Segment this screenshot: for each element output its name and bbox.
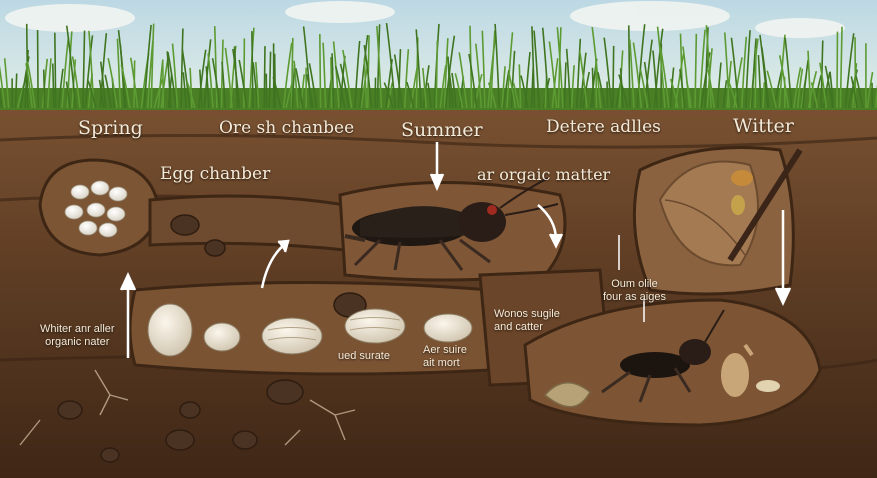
label-wonos: Wonos sugile and catter [494, 308, 560, 334]
label-aer-line2: ait mort [423, 357, 460, 369]
nymphs [147, 303, 473, 357]
label-summer: Summer [401, 119, 483, 141]
label-ore-chamber: Ore sh chanbee [219, 118, 355, 138]
label-oum: Oum olile four as aiges [603, 278, 666, 304]
grass [0, 22, 877, 110]
roots [19, 369, 356, 446]
label-wonos-line2: and catter [494, 321, 543, 333]
egg-cluster [64, 180, 128, 238]
nymph-2 [203, 322, 241, 352]
label-wonos-line1: Wonos sugile [494, 308, 560, 320]
nymph-4 [344, 308, 406, 344]
clouds [5, 1, 845, 38]
nymph-3 [261, 317, 323, 355]
label-winter-organic-line2: organic nater [45, 336, 110, 348]
line-oum [618, 235, 645, 322]
label-egg-chamber: Egg chanber [160, 164, 271, 184]
label-winter: Witter [733, 115, 794, 137]
label-aer: Aer suire ait mort [423, 344, 467, 370]
label-oum-line1: Oum olile [611, 278, 658, 290]
stones [57, 214, 367, 463]
flow-arrows [119, 142, 792, 358]
nymph-1 [147, 303, 193, 357]
label-organic-matter: ar orgaic matter [477, 165, 611, 184]
label-spring: Spring [78, 117, 143, 139]
label-ued-surate: ued surate [338, 350, 390, 362]
label-aer-line1: Aer suire [423, 344, 468, 356]
label-oum-line2: four as aiges [603, 291, 666, 303]
label-detere: Detere adlles [546, 117, 661, 137]
label-winter-organic-line1: Whiter anr aller [40, 323, 115, 335]
overwintering-cricket [543, 309, 780, 408]
label-winter-organic: Whiter anr aller organic nater [40, 323, 115, 349]
nymph-5 [423, 313, 473, 343]
adult-cricket [344, 177, 559, 271]
winter-leaf [658, 148, 803, 267]
